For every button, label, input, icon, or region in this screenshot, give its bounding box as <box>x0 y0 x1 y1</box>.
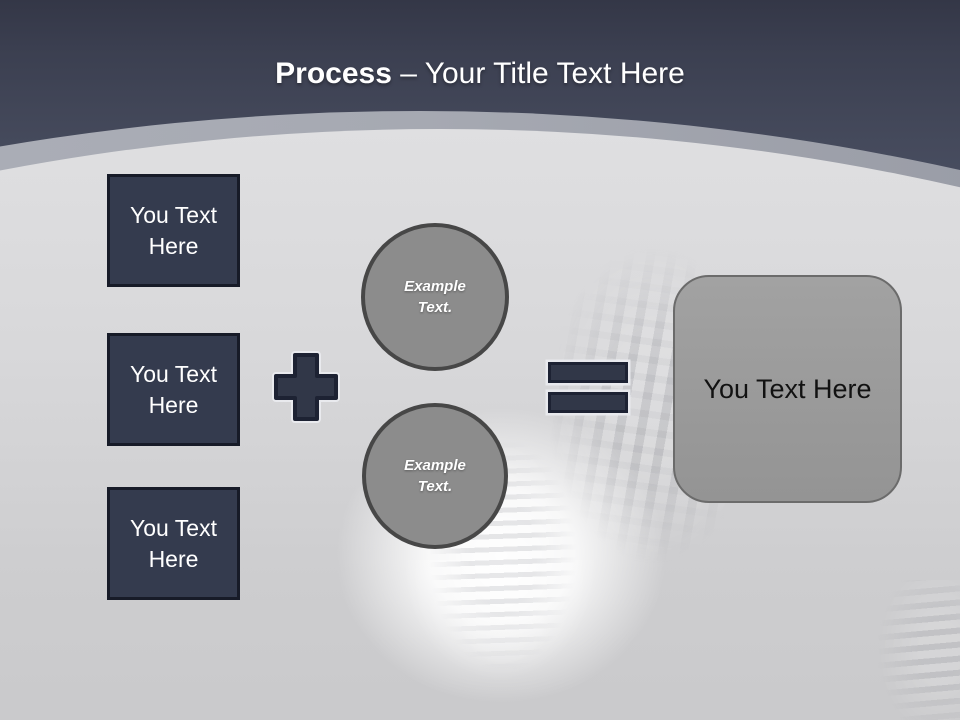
input-box-1[interactable]: You Text Here <box>107 174 240 287</box>
input-box-2[interactable]: You Text Here <box>107 333 240 446</box>
result-box[interactable]: You Text Here <box>673 275 902 503</box>
slide-title[interactable]: Process – Your Title Text Here <box>0 52 960 96</box>
input-box-3[interactable]: You Text Here <box>107 487 240 600</box>
equals-bar-bottom <box>548 392 628 413</box>
example-circle-2[interactable]: Example Text. <box>362 403 508 549</box>
input-box-label: You Text Here <box>130 514 217 572</box>
equals-icon <box>548 362 628 413</box>
title-emphasis: Process <box>275 57 392 90</box>
light-glow-column <box>370 560 630 720</box>
facade-texture-bottom-right <box>860 580 960 720</box>
input-box-label: You Text Here <box>130 201 217 259</box>
example-circle-label: Example Text. <box>404 278 466 316</box>
example-circle-1[interactable]: Example Text. <box>361 223 509 371</box>
equals-bar-top <box>548 362 628 383</box>
plus-icon <box>268 347 344 432</box>
input-box-label: You Text Here <box>130 360 217 418</box>
result-box-label: You Text Here <box>703 373 872 404</box>
example-circle-label: Example Text. <box>404 457 466 495</box>
title-rest: – Your Title Text Here <box>391 57 685 90</box>
